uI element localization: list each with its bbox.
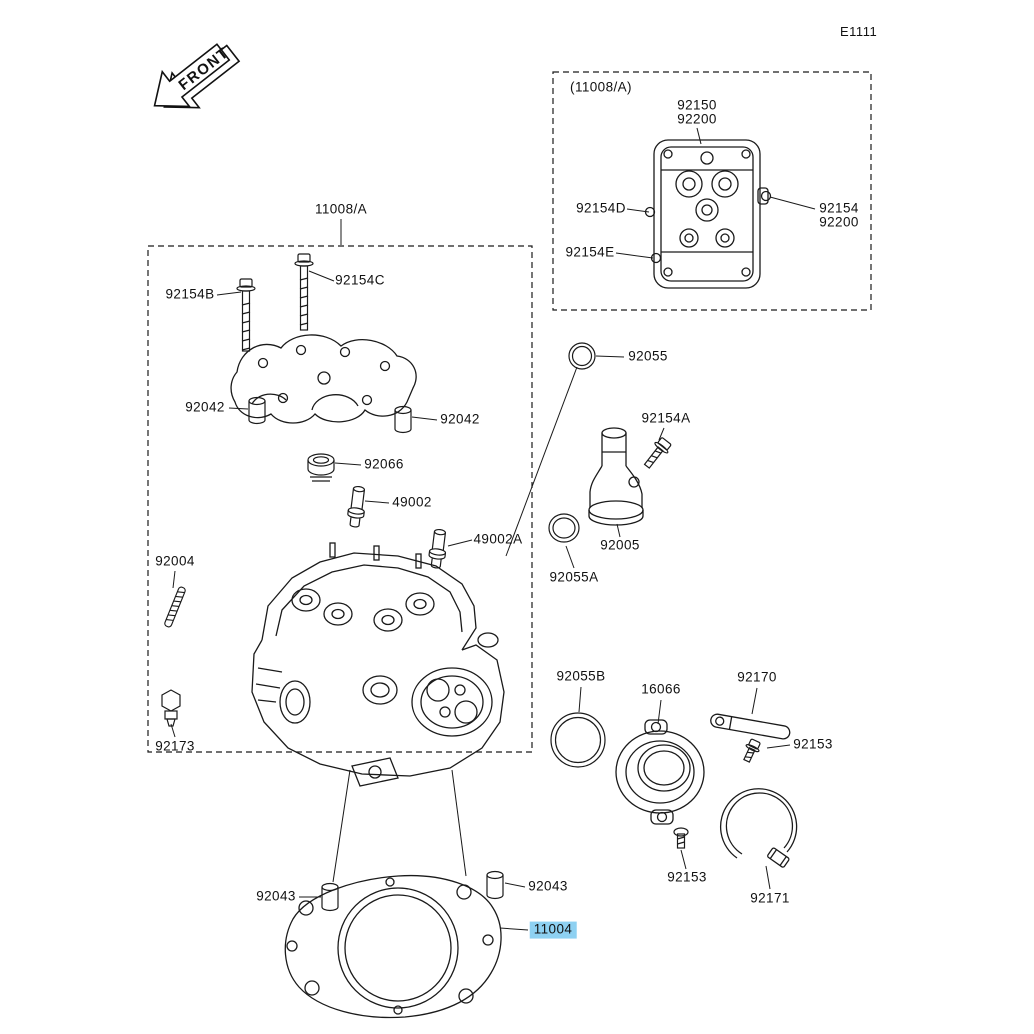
part-label-92154b[interactable]: 92154B <box>165 286 215 302</box>
part-label-92043[interactable]: 92043 <box>528 878 568 894</box>
part-label-92150[interactable]: 92150 <box>677 97 717 113</box>
part-label-92004[interactable]: 92004 <box>155 553 195 569</box>
assembly-label-11008a[interactable]: 11008/A <box>314 201 368 217</box>
oring-92055a-art <box>548 513 580 543</box>
part-label-92055a[interactable]: 92055A <box>549 569 599 585</box>
assembly-label-11008a[interactable]: (11008/A) <box>570 79 632 95</box>
diagram-code: E1111 <box>840 24 878 39</box>
part-label-92042[interactable]: 92042 <box>185 399 225 415</box>
part-label-92170[interactable]: 92170 <box>737 669 777 685</box>
cylinder-head-art <box>251 542 505 787</box>
part-label-92154a[interactable]: 92154A <box>641 410 691 426</box>
part-label-92171[interactable]: 92171 <box>750 890 790 906</box>
part-label-92005[interactable]: 92005 <box>600 537 640 553</box>
stud-92004-art <box>164 586 186 628</box>
part-label-92066[interactable]: 92066 <box>364 456 404 472</box>
oring-92055-art <box>568 342 596 370</box>
pin-92043-left-art <box>321 882 339 912</box>
bracket-92170-art <box>710 713 791 740</box>
main-assembly-box <box>147 245 533 753</box>
part-label-92055b[interactable]: 92055B <box>556 668 606 684</box>
part-label-11004-selected[interactable]: 11004 <box>529 921 577 939</box>
inset-assembly-box <box>552 71 872 311</box>
gasket-11004-art <box>284 874 502 1019</box>
front-arrow: FRONT <box>153 43 241 109</box>
part-label-16066[interactable]: 16066 <box>641 681 681 697</box>
part-label-92154c[interactable]: 92154C <box>335 272 385 288</box>
part-label-92173[interactable]: 92173 <box>155 738 195 754</box>
dowel-92042-left-art <box>248 396 266 425</box>
part-label-92153[interactable]: 92153 <box>667 869 707 885</box>
part-label-49002[interactable]: 49002 <box>392 494 432 510</box>
head-top-view-art <box>644 139 772 289</box>
leader-lines <box>170 127 816 931</box>
part-label-92154d[interactable]: 92154D <box>576 200 626 216</box>
part-label-92200[interactable]: 92200 <box>819 214 859 230</box>
pin-92043-right-art <box>486 870 504 900</box>
clamp-92171-art <box>719 788 798 868</box>
part-label-92200[interactable]: 92200 <box>677 111 717 127</box>
part-label-49002a[interactable]: 49002A <box>473 531 523 547</box>
bolt-92154a-art <box>643 437 672 469</box>
flange-16066-art <box>615 719 705 825</box>
water-outlet-92005-art <box>588 427 644 526</box>
valve-guide-49002a-art <box>428 528 447 569</box>
part-label-92043[interactable]: 92043 <box>256 888 296 904</box>
bolt-92154c-art <box>294 253 314 331</box>
oring-92055b-art <box>550 712 606 768</box>
part-label-92153[interactable]: 92153 <box>793 736 833 752</box>
part-label-92154e[interactable]: 92154E <box>565 244 615 260</box>
bolt-92154b-art <box>236 278 256 352</box>
assembly-boxes <box>147 71 872 753</box>
part-label-92042[interactable]: 92042 <box>440 411 480 427</box>
sensor-92173-art <box>161 689 181 727</box>
part-label-92154[interactable]: 92154 <box>819 200 859 216</box>
part-label-92055[interactable]: 92055 <box>628 348 668 364</box>
valve-guide-49002-art <box>347 485 366 528</box>
plug-92066-art <box>307 453 335 482</box>
bolt-92153-bottom-art <box>673 827 689 849</box>
cam-cap-bracket-art <box>230 334 417 424</box>
dowel-92042-right-art <box>394 405 412 434</box>
bolt-92153-right-art <box>743 738 761 763</box>
